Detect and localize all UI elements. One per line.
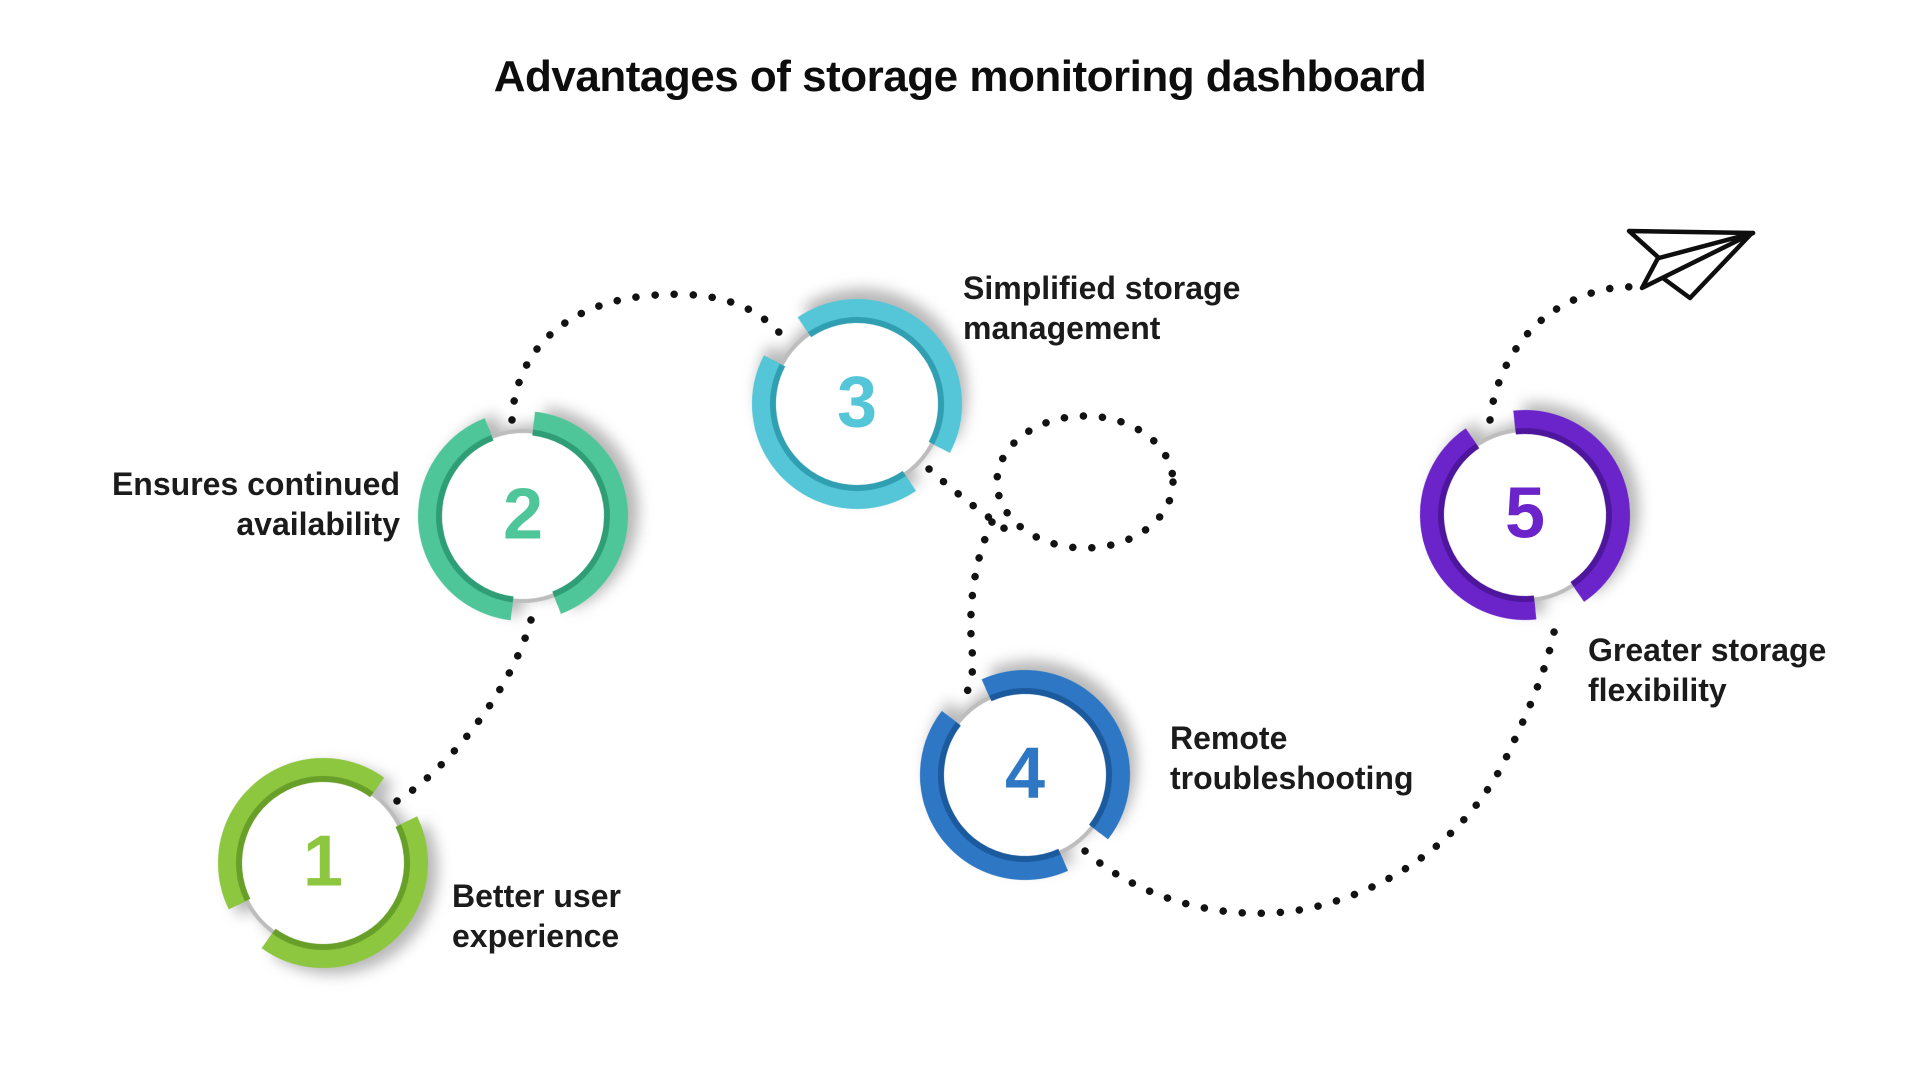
dotted-path-3-to-loop [925,465,1012,535]
step-circle-2 [418,411,628,621]
step-1-ring [218,758,428,968]
step-label-2: Ensures continued availability [111,466,400,542]
step-number-4: 4 [1004,733,1046,814]
step-label-4: Remote troubleshooting [1170,720,1414,796]
paper-plane-icon [1626,228,1756,301]
step-circle-5 [1420,409,1630,620]
step-circle-1 [218,758,428,968]
step-label-1: Better user experience [452,878,621,954]
dotted-path-2-to-3 [508,290,789,424]
page-title: Advantages of storage monitoring dashboa… [493,52,1427,101]
paper-plane-lower-wing [1649,232,1753,301]
dotted-path-loop-to-4 [960,518,996,702]
paper-plane-upper-wing [1626,228,1756,261]
step-number-5: 5 [1504,473,1546,554]
step-number-1: 1 [302,821,344,902]
step-label-5: Greater storage flexibility [1588,632,1827,708]
dotted-path-1-to-2 [393,612,536,805]
step-circle-3 [752,299,962,509]
step-number-3: 3 [836,362,878,443]
dotted-path-4-to-5 [1081,618,1560,918]
step-circle-4 [920,670,1130,880]
dotted-path-5-to-plane [1486,283,1640,424]
step-2-ring [418,411,628,621]
step-4-ring [920,670,1130,880]
step-number-2: 2 [502,474,544,555]
dotted-loop [993,412,1177,552]
step-label-3: Simplified storage management [963,270,1241,346]
step-3-ring [752,299,962,509]
